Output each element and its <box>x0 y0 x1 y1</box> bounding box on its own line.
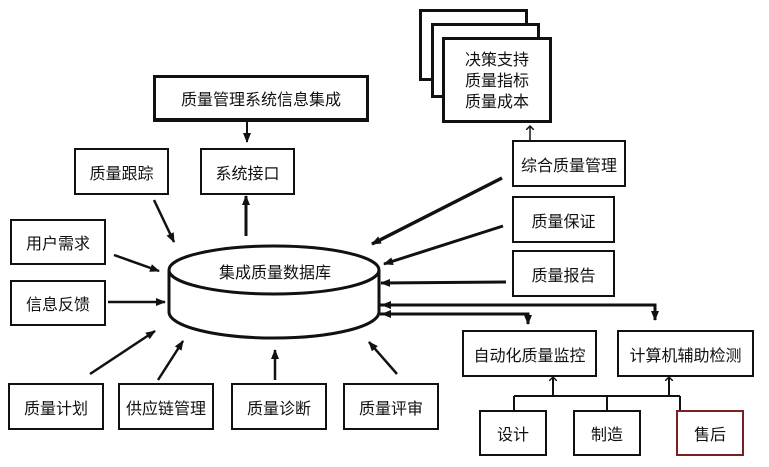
stack-line-decision-support: 决策支持 <box>464 49 529 69</box>
after-sales-box: 售后 <box>676 410 744 456</box>
auto-quality-monitoring-box: 自动化质量监控 <box>462 330 597 377</box>
design-label: 设计 <box>496 425 529 444</box>
lifecycle-connectors <box>513 377 681 410</box>
arrow-tracking-to-db <box>152 199 176 243</box>
arrow-plan-to-db <box>89 329 156 376</box>
quality-report-box: 质量报告 <box>512 250 615 297</box>
arrow-integrated-to-db <box>371 176 503 246</box>
user-needs-box: 用户需求 <box>10 219 106 265</box>
arrow-assurance-to-db <box>383 224 504 266</box>
integrated-quality-mgmt-box: 综合质量管理 <box>512 140 626 187</box>
user-needs-label: 用户需求 <box>25 234 90 253</box>
quality-assurance-label: 质量保证 <box>531 211 596 231</box>
quality-review-label: 质量评审 <box>358 398 423 418</box>
database-label: 集成质量数据库 <box>218 263 331 282</box>
arrow-supply-to-db <box>156 340 185 381</box>
arrow-report-to-db <box>380 278 507 287</box>
system-interface-label: 系统接口 <box>215 163 280 183</box>
quality-tracking-box: 质量跟踪 <box>74 148 169 195</box>
manufacturing-box: 制造 <box>573 410 641 456</box>
manufacturing-label: 制造 <box>590 425 623 444</box>
arrow-review-to-db <box>368 341 398 375</box>
computer-aided-inspection-label: 计算机辅助检测 <box>629 345 742 365</box>
supply-chain-label: 供应链管理 <box>125 398 206 418</box>
supply-chain-box: 供应链管理 <box>118 383 214 430</box>
integrated-quality-mgmt-label: 综合质量管理 <box>520 155 617 175</box>
qms-integration-header: 质量管理系统信息集成 <box>153 75 369 122</box>
database-cylinder <box>167 244 381 340</box>
quality-plan-label: 质量计划 <box>23 398 88 418</box>
quality-diagnosis-box: 质量诊断 <box>231 383 327 430</box>
arrow-db-to-cad <box>380 303 659 321</box>
arrow-user-needs-to-db <box>113 253 160 273</box>
quality-plan-box: 质量计划 <box>8 383 104 430</box>
quality-diagnosis-label: 质量诊断 <box>246 398 311 418</box>
quality-report-label: 质量报告 <box>531 265 596 285</box>
info-feedback-box: 信息反馈 <box>10 280 106 326</box>
stacked-card-front: 决策支持 质量指标 质量成本 <box>442 37 552 123</box>
after-sales-label: 售后 <box>693 425 726 444</box>
design-box: 设计 <box>479 410 547 456</box>
auto-quality-monitoring-label: 自动化质量监控 <box>473 345 586 365</box>
quality-assurance-box: 质量保证 <box>512 196 615 243</box>
info-feedback-label: 信息反馈 <box>25 295 90 314</box>
stack-line-quality-indicators: 质量指标 <box>464 70 529 90</box>
header-label: 质量管理系统信息集成 <box>180 90 341 109</box>
quality-tracking-label: 质量跟踪 <box>89 163 154 183</box>
quality-review-box: 质量评审 <box>343 383 439 430</box>
computer-aided-inspection-box: 计算机辅助检测 <box>617 330 754 377</box>
arrow-db-to-auto <box>380 312 532 325</box>
system-interface-box: 系统接口 <box>200 148 295 195</box>
stack-line-quality-cost: 质量成本 <box>464 91 529 111</box>
